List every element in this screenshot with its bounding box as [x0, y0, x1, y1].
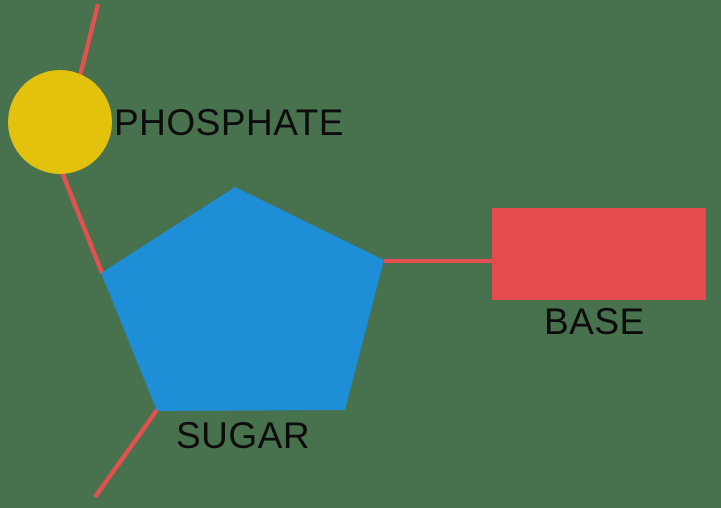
connector-line-sugar-bottom	[93, 408, 159, 499]
base-label: BASE	[544, 301, 645, 342]
base-rectangle	[492, 208, 706, 300]
connector-line-top-phosphate	[74, 3, 101, 89]
phosphate-label: PHOSPHATE	[114, 102, 344, 143]
sugar-label: SUGAR	[176, 415, 311, 456]
sugar-pentagon	[101, 187, 384, 411]
phosphate-circle	[8, 70, 112, 174]
connector-line-phosphate-sugar	[53, 156, 105, 274]
